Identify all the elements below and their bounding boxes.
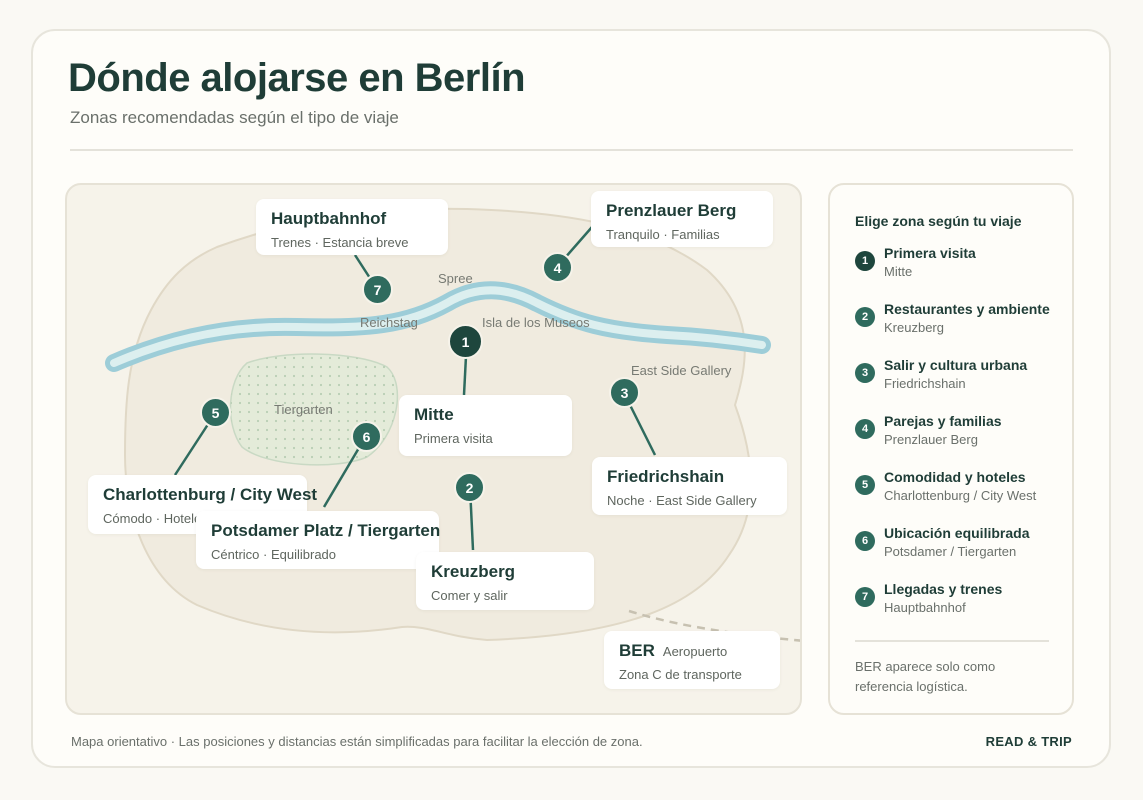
zone-name: Hauptbahnhof xyxy=(271,209,387,228)
zone-desc: Céntrico · Equilibrado xyxy=(211,547,337,562)
airport-code: BER xyxy=(619,641,655,660)
tiergarten-label: Tiergarten xyxy=(274,402,333,417)
legend-note: BER aparece solo como referencia logísti… xyxy=(855,659,996,694)
zone-callout-hauptbahnhof[interactable]: Hauptbahnhof Trenes · Estancia breve xyxy=(256,199,448,255)
zone-desc: Tranquilo · Familias xyxy=(606,227,720,242)
legend-item-sub: Potsdamer / Tiergarten xyxy=(884,544,1017,559)
legend-item-sub: Friedrichshain xyxy=(884,376,966,391)
legend-item-title: Llegadas y trenes xyxy=(884,581,1003,597)
legend-item-2[interactable]: 2 Restaurantes y ambiente Kreuzberg xyxy=(855,301,1065,341)
legend-item-title: Salir y cultura urbana xyxy=(884,357,1028,373)
zone-pin-5[interactable]: 5 xyxy=(200,397,231,428)
legend-item-title: Comodidad y hoteles xyxy=(884,469,1026,485)
legend-item-sub: Kreuzberg xyxy=(884,320,944,335)
legend-number: 2 xyxy=(855,307,875,327)
legend-number: 3 xyxy=(855,363,875,383)
page-title: Dónde alojarse en Berlín xyxy=(68,56,526,100)
legend-item-7[interactable]: 7 Llegadas y trenes Hauptbahnhof xyxy=(855,581,1065,621)
legend-item-title: Restaurantes y ambiente xyxy=(884,301,1050,317)
zone-desc: Trenes · Estancia breve xyxy=(271,235,409,250)
legend-title: Elige zona según tu viaje xyxy=(855,213,1022,229)
zone-desc: Noche · East Side Gallery xyxy=(607,493,757,508)
spree-river-highlight xyxy=(110,286,766,367)
legend-item-4[interactable]: 4 Parejas y familias Prenzlauer Berg xyxy=(855,413,1065,453)
zone-callout-friedrichshain[interactable]: Friedrichshain Noche · East Side Gallery xyxy=(592,457,787,515)
legend-item-title: Primera visita xyxy=(884,245,976,261)
zone-callout-mitte[interactable]: Mitte Primera visita xyxy=(399,395,572,456)
reichstag-label: Reichstag xyxy=(360,315,418,330)
zone-pin-4[interactable]: 4 xyxy=(542,252,573,283)
zone-name: Friedrichshain xyxy=(607,467,725,486)
zone-name: Potsdamer Platz / Tiergarten xyxy=(211,521,441,540)
brand-label: READ & TRIP xyxy=(985,734,1072,749)
zone-legend-panel: Elige zona según tu viaje 1 Primera visi… xyxy=(828,183,1074,715)
zone-name: Mitte xyxy=(414,405,454,424)
legend-item-sub: Charlottenburg / City West xyxy=(884,488,1037,503)
zone-pin-7[interactable]: 7 xyxy=(362,274,393,305)
legend-item-3[interactable]: 3 Salir y cultura urbana Friedrichshain xyxy=(855,357,1065,397)
berlin-map: Spree Reichstag Isla de los Museos East … xyxy=(65,183,802,715)
zone-name: Charlottenburg / City West xyxy=(103,485,318,504)
airport-tag: Aeropuerto xyxy=(662,644,728,659)
page-subtitle: Zonas recomendadas según el tipo de viaj… xyxy=(70,108,399,127)
zone-desc: Primera visita xyxy=(414,431,493,446)
legend-number: 6 xyxy=(855,531,875,551)
zone-pin-6[interactable]: 6 xyxy=(351,421,382,452)
legend-item-title: Ubicación equilibrada xyxy=(884,525,1030,541)
header-divider xyxy=(70,149,1073,151)
spree-label: Spree xyxy=(438,271,473,286)
leader-line-1 xyxy=(462,355,468,396)
legend-number: 1 xyxy=(855,251,875,271)
legend-item-sub: Prenzlauer Berg xyxy=(884,432,978,447)
legend-item-sub: Mitte xyxy=(884,264,913,279)
zone-name: Kreuzberg xyxy=(431,562,516,581)
zone-callout-potsdamer-platz[interactable]: Potsdamer Platz / Tiergarten Céntrico · … xyxy=(196,511,441,569)
airport-callout-ber[interactable]: BER Aeropuerto Zona C de transporte xyxy=(604,631,780,689)
zone-name: Prenzlauer Berg xyxy=(606,201,737,220)
legend-item-title: Parejas y familias xyxy=(884,413,1002,429)
legend-number: 4 xyxy=(855,419,875,439)
east-side-gallery-label: East Side Gallery xyxy=(631,363,732,378)
zone-desc: Cómodo · Hoteles xyxy=(103,511,208,526)
zone-pin-1[interactable]: 1 xyxy=(448,324,483,359)
zone-pin-2[interactable]: 2 xyxy=(454,472,485,503)
zone-pin-3[interactable]: 3 xyxy=(609,377,640,408)
museum-island-label: Isla de los Museos xyxy=(482,315,590,330)
legend-item-6[interactable]: 6 Ubicación equilibrada Potsdamer / Tier… xyxy=(855,525,1065,565)
legend-number: 7 xyxy=(855,587,875,607)
airport-desc: Zona C de transporte xyxy=(619,667,742,682)
zone-callout-kreuzberg[interactable]: Kreuzberg Comer y salir xyxy=(416,552,594,610)
legend-item-1[interactable]: 1 Primera visita Mitte xyxy=(855,245,1065,285)
legend-number: 5 xyxy=(855,475,875,495)
legend-item-sub: Hauptbahnhof xyxy=(884,600,966,615)
legend-divider xyxy=(855,640,1049,642)
legend-item-5[interactable]: 5 Comodidad y hoteles Charlottenburg / C… xyxy=(855,469,1065,509)
footer-note: Mapa orientativo · Las posiciones y dist… xyxy=(71,734,643,749)
zone-desc: Comer y salir xyxy=(431,588,508,603)
zone-callout-prenzlauer-berg[interactable]: Prenzlauer Berg Tranquilo · Familias xyxy=(591,191,773,247)
